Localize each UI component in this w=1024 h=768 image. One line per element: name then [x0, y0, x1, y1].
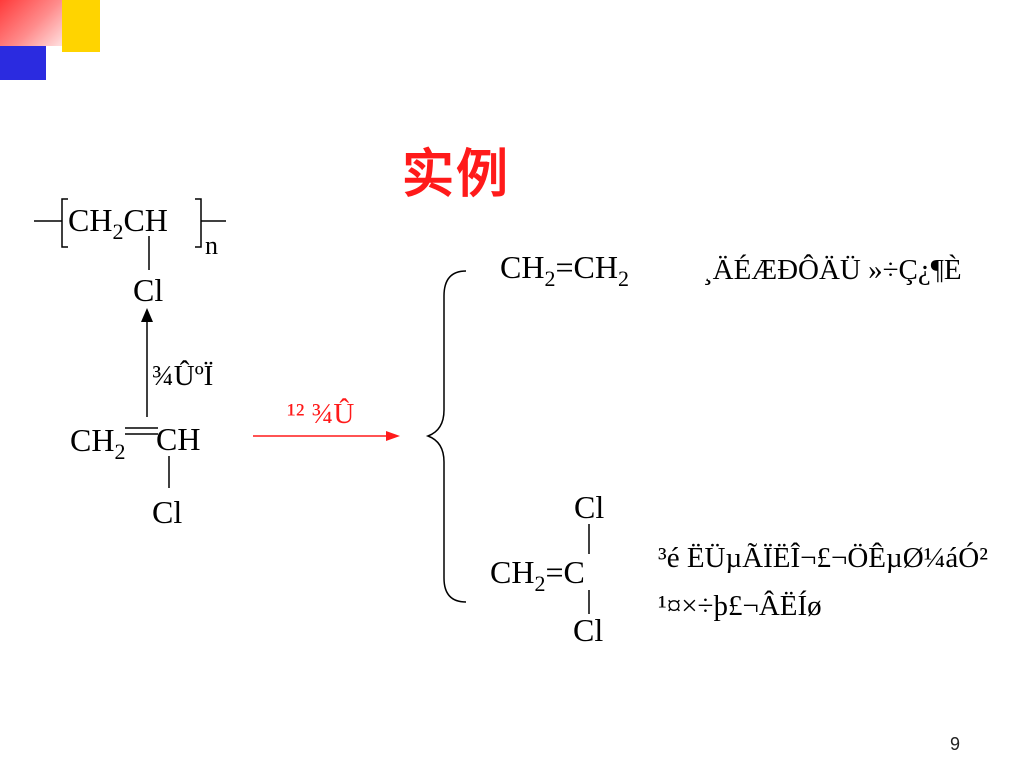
ethylene-sub-a: 2 [544, 266, 556, 291]
polymer-unit-a: CH [68, 202, 113, 238]
polymer-subscript-n: n [205, 231, 218, 260]
polymer-repeat-unit: CH2CH [68, 204, 168, 243]
vinylidene-sub: 2 [534, 571, 546, 596]
corner-decor-blue [0, 46, 46, 80]
ethylene-formula: CH2=CH2 [500, 251, 629, 290]
page-number: 9 [950, 734, 961, 754]
polymerize-label: ¾ÛºÏ [152, 360, 214, 392]
ethylene-a: CH [500, 249, 545, 285]
vinylidene-b: =C [545, 554, 585, 590]
vinylidene-bottom-cl: Cl [573, 612, 604, 648]
monomer-left-a: CH [70, 422, 115, 458]
vinylidene-top-cl: Cl [574, 489, 605, 525]
monomer-ch: CH [156, 421, 201, 457]
branch-bottom-description-line1: ³é ËÜµÃÏËÎ¬£¬ÖÊµØ¼áÓ² [658, 542, 988, 574]
branch-top-description: ¸ÄÉÆÐÔÄÜ »÷Ç¿¶È [703, 254, 962, 286]
polymer-sub-a: 2 [112, 219, 124, 244]
corner-decor-yellow [62, 0, 100, 52]
monomer-left-sub: 2 [114, 439, 126, 464]
polymer-unit-b: CH [123, 202, 168, 238]
ethylene-sub-b: 2 [617, 266, 629, 291]
slide-title: 实例 [402, 145, 511, 205]
reaction-arrow-label: ¹² ¾Û [287, 398, 355, 430]
vinylidene-a: CH [490, 554, 535, 590]
ethylene-b: =CH [555, 249, 618, 285]
polymer-substituent-cl: Cl [133, 272, 164, 308]
monomer-ch2: CH2 [70, 424, 125, 463]
branch-bottom-description-line2: ¹¤×÷þ£¬ÂËÍø [658, 590, 822, 622]
corner-decor-red [0, 0, 62, 46]
vinylidene-formula: CH2=C [490, 556, 585, 595]
monomer-substituent-cl: Cl [152, 494, 183, 530]
